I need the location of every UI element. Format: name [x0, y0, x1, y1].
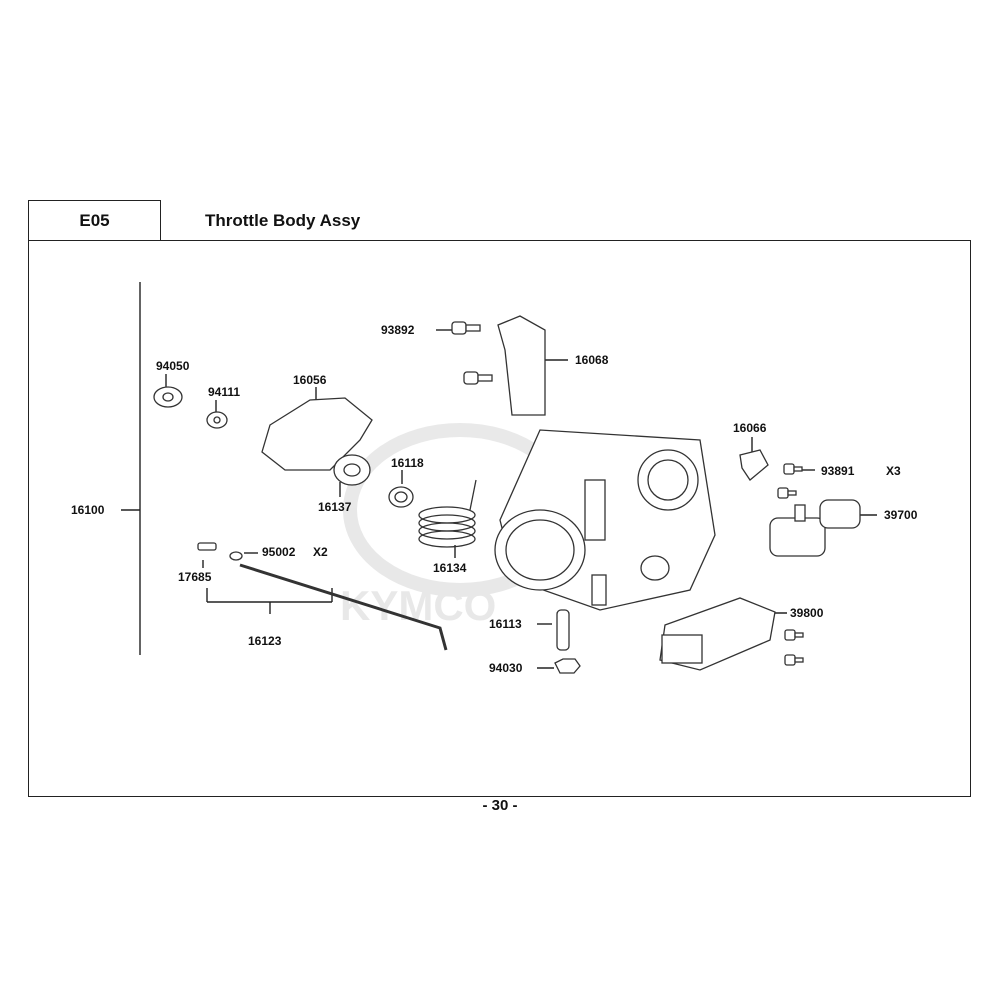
part-label-16113: 16113	[489, 617, 522, 631]
cam-plate-16056-shape	[261, 397, 373, 471]
part-label-94030: 94030	[489, 661, 523, 675]
rod-16123-shape	[239, 563, 448, 651]
module-39800-shape	[659, 597, 776, 671]
pin-16113-shape	[556, 609, 570, 651]
throttle-body-16100-shape	[494, 429, 716, 611]
sensor-39700-shape	[769, 499, 861, 557]
seal-16118-shape	[388, 486, 414, 508]
page-number: - 30 -	[482, 797, 518, 814]
part-qty-93891: X3	[886, 464, 901, 478]
part-label-16066: 16066	[733, 421, 767, 435]
spring-16134-shape	[418, 479, 477, 548]
part-qty-95002: X2	[313, 545, 328, 559]
fork-16066-shape	[739, 449, 769, 481]
part-label-16100: 16100	[71, 503, 105, 517]
nut-94030-shape	[554, 658, 581, 674]
section-title: Throttle Body Assy	[205, 211, 361, 230]
part-label-93891: 93891	[821, 464, 855, 478]
bracket-16068-shape	[497, 315, 546, 416]
washer-94111-shape	[206, 411, 228, 429]
pin-17685-shape	[197, 542, 217, 551]
clip-95002-shape	[229, 551, 243, 561]
part-label-93892: 93892	[381, 323, 415, 337]
part-label-39700: 39700	[884, 508, 918, 522]
part-label-16137: 16137	[318, 500, 352, 514]
part-label-16134: 16134	[433, 561, 467, 575]
part-label-16056: 16056	[293, 373, 327, 387]
part-label-16068: 16068	[575, 353, 609, 367]
cap-16137-shape	[333, 454, 371, 486]
part-label-17685: 17685	[178, 570, 212, 584]
diagram-frame	[28, 240, 971, 797]
part-label-94050: 94050	[156, 359, 190, 373]
part-label-16118: 16118	[391, 456, 424, 470]
part-label-95002: 95002	[262, 545, 296, 559]
bolt-93892-shape	[451, 321, 493, 385]
part-label-94111: 94111	[208, 385, 241, 399]
part-label-39800: 39800	[790, 606, 824, 620]
part-label-16123: 16123	[248, 634, 282, 648]
bushing-94050-shape	[153, 386, 183, 408]
screw-93891-shape	[777, 463, 803, 499]
